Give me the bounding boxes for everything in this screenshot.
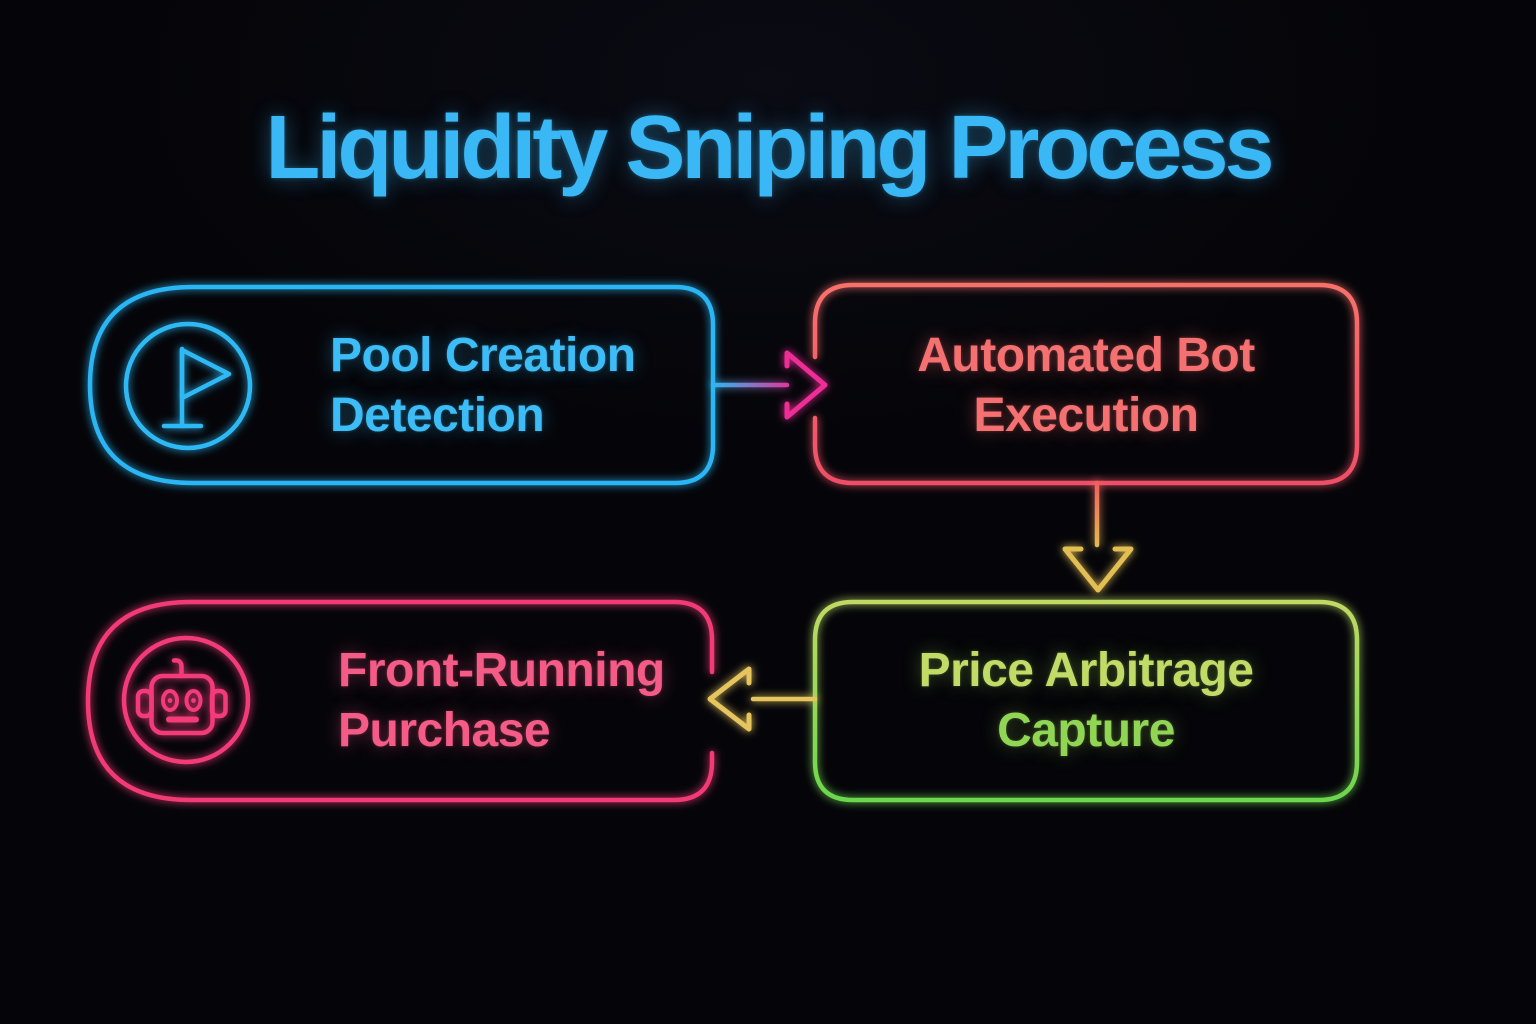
label-line: Pool Creation	[330, 329, 636, 382]
node-label-front-running-purchase: Front-Running Purchase	[338, 641, 665, 761]
node-box-pool-creation-detection	[87, 284, 716, 486]
label-line: Price Arbitrage	[918, 644, 1254, 697]
robot-icon	[121, 635, 251, 765]
arrowhead-right-icon	[784, 350, 828, 420]
label-line: Detection	[330, 389, 545, 442]
label-line: Execution	[973, 389, 1199, 442]
node-label-pool-creation-detection: Pool Creation Detection	[330, 326, 636, 446]
edge-bot-to-arb	[1062, 480, 1134, 593]
node-label-price-arbitrage-capture: Price Arbitrage Capture	[815, 641, 1357, 761]
node-box-price-arbitrage-capture	[812, 599, 1360, 803]
label-line: Automated Bot	[917, 329, 1255, 382]
arrowhead-down-icon	[1062, 546, 1134, 593]
flag-icon	[123, 321, 253, 451]
node-label-automated-bot-execution: Automated Bot Execution	[815, 326, 1357, 446]
node-box-automated-bot-execution	[812, 282, 1360, 486]
diagram-title: Liquidity Sniping Process	[265, 98, 1274, 198]
label-line: Capture	[997, 704, 1175, 757]
label-line: Purchase	[338, 704, 551, 757]
node-box-front-running-purchase	[85, 599, 715, 803]
edge-arb-to-front	[707, 666, 818, 732]
arrowhead-left-icon	[707, 666, 752, 732]
label-line: Front-Running	[338, 644, 665, 697]
edge-pool-to-bot	[710, 350, 828, 420]
